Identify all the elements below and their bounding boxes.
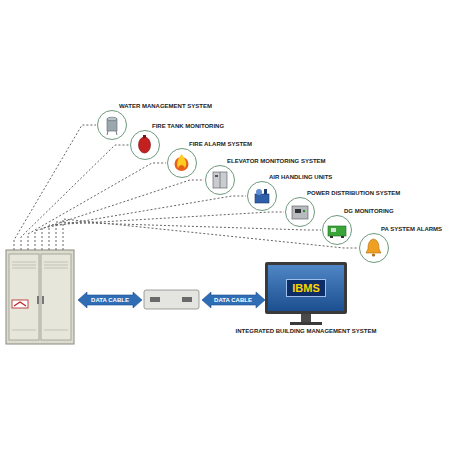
- system-icon: [131, 131, 158, 158]
- cabinet-door: [9, 254, 39, 340]
- monitor-screen: IBMS: [265, 262, 347, 314]
- system-icon: [360, 234, 387, 261]
- system-label: PA SYSTEM ALARMS: [380, 226, 443, 233]
- system-label: AIR HANDLING UNITS: [268, 174, 333, 181]
- system-circle: DG MONITORING: [322, 215, 352, 245]
- system-circle: FIRE ALARM SYSTEM: [167, 148, 197, 178]
- system-circle: WATER MANAGEMENT SYSTEM: [97, 110, 127, 140]
- converter-port: [182, 297, 192, 302]
- converter-box: [144, 290, 199, 309]
- cabinet-logo: [12, 300, 28, 308]
- monitor-stand: [301, 314, 311, 322]
- screen-title: IBMS: [286, 279, 326, 297]
- system-icon: [168, 149, 195, 176]
- system-label: POWER DISTRIBUTION SYSTEM: [306, 190, 401, 197]
- monitor-caption: INTEGRATED BUILDING MANAGEMENT SYSTEM: [236, 328, 377, 334]
- signal-wire: [63, 219, 358, 250]
- cable-label: DATA CABLE: [214, 297, 252, 304]
- system-icon: [286, 198, 313, 225]
- data-cable-arrow: [202, 292, 265, 308]
- cabinet-logo: [14, 302, 26, 306]
- system-icon: [206, 166, 233, 193]
- system-label: DG MONITORING: [343, 208, 395, 215]
- system-circle: AIR HANDLING UNITS: [247, 181, 277, 211]
- door-handle: [42, 296, 44, 304]
- cabinet-vents: [12, 262, 68, 330]
- data-cable-arrow: [78, 292, 142, 308]
- system-icon: [323, 216, 350, 243]
- cable-label: DATA CABLE: [91, 297, 129, 304]
- system-circle: FIRE TANK MONITORING: [130, 130, 160, 160]
- converter-port: [150, 297, 160, 302]
- door-handle: [37, 296, 39, 304]
- system-label: ELEVATOR MONITORING SYSTEM: [226, 158, 327, 165]
- system-icon: [248, 182, 275, 209]
- cabinet-door: [41, 254, 71, 340]
- system-circle: POWER DISTRIBUTION SYSTEM: [285, 197, 315, 227]
- system-circle: ELEVATOR MONITORING SYSTEM: [205, 165, 235, 195]
- signal-wire: [49, 212, 284, 250]
- system-label: FIRE TANK MONITORING: [151, 123, 225, 130]
- system-label: FIRE ALARM SYSTEM: [188, 141, 253, 148]
- system-label: WATER MANAGEMENT SYSTEM: [118, 103, 213, 110]
- system-circle: PA SYSTEM ALARMS: [359, 233, 389, 263]
- signal-wire: [21, 145, 129, 250]
- system-icon: [98, 111, 125, 138]
- monitor-node: IBMSINTEGRATED BUILDING MANAGEMENT SYSTE…: [265, 262, 347, 314]
- monitor-base: [290, 322, 322, 325]
- signal-wire: [56, 222, 321, 250]
- controller-cabinet: [6, 250, 74, 344]
